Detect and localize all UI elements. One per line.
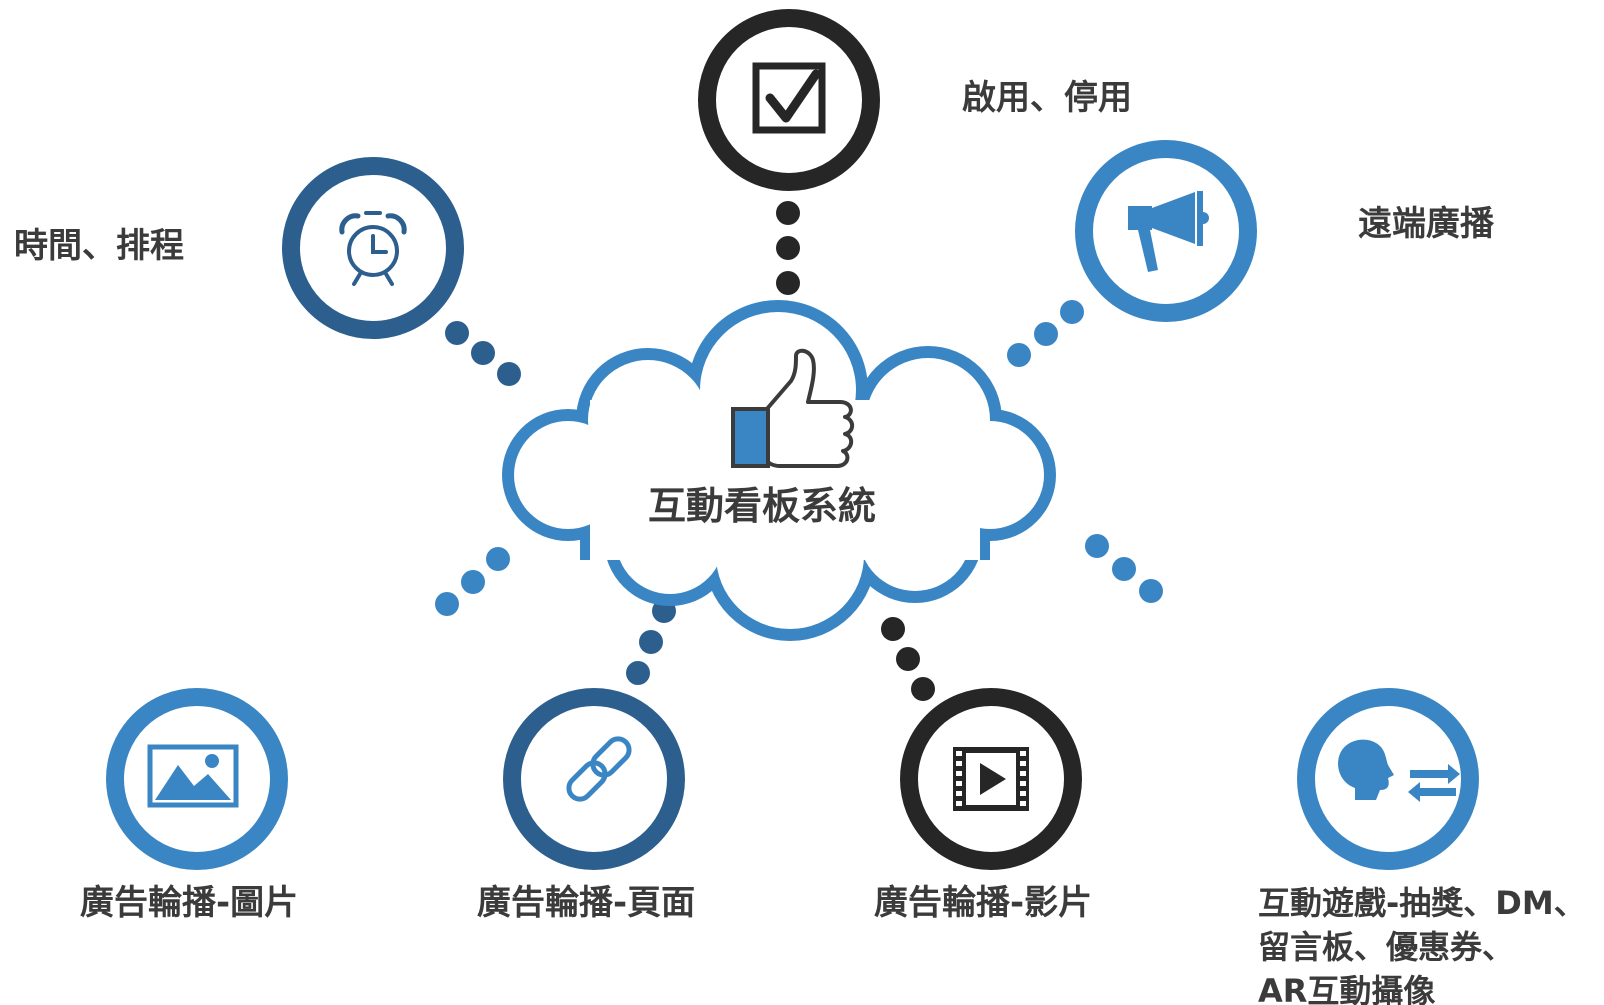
- label-ad-page: 廣告輪播-頁面: [477, 883, 696, 923]
- alarm-clock-icon: [339, 211, 407, 286]
- node-interactive: [1297, 688, 1479, 870]
- label-interactive-line-1: 互動遊戲-抽獎、DM、: [1258, 884, 1586, 922]
- node-schedule: [282, 157, 464, 339]
- label-schedule: 時間、排程: [14, 226, 184, 266]
- video-icon: [953, 747, 1029, 811]
- connector-bottom-left: [435, 547, 510, 616]
- connector-top-left: [445, 321, 521, 386]
- checkbox-icon: [752, 62, 826, 134]
- node-enable-disable: [698, 9, 880, 191]
- node-remote-broadcast: [1075, 140, 1257, 322]
- label-interactive-line-3: AR互動攝像: [1258, 972, 1436, 1005]
- label-interactive-line-2: 留言板、優惠券、: [1258, 928, 1515, 966]
- label-ad-video: 廣告輪播-影片: [874, 883, 1093, 923]
- node-ad-page: [503, 688, 685, 870]
- label-interactive: 互動遊戲-抽獎、DM、 留言板、優惠券、 AR互動攝像: [1258, 881, 1586, 1005]
- label-ad-image: 廣告輪播-圖片: [80, 883, 299, 923]
- thumbs-up-icon: [731, 348, 855, 468]
- connector-bottom-right: [1085, 534, 1163, 603]
- label-enable-disable: 啟用、停用: [962, 78, 1132, 118]
- connector-top: [776, 201, 800, 295]
- central-cloud: [502, 300, 1056, 641]
- link-icon: [566, 736, 632, 802]
- talking-head-icon: [1338, 739, 1460, 802]
- node-ad-image: [106, 688, 288, 870]
- center-title: 互動看板系統: [648, 484, 877, 528]
- connector-top-right: [1007, 300, 1084, 367]
- connector-bottom-center-right: [881, 617, 935, 701]
- connector-bottom-center-left: [626, 599, 676, 685]
- node-ad-video: [900, 688, 1082, 870]
- label-remote-broadcast: 遠端廣播: [1358, 204, 1494, 244]
- megaphone-icon: [1128, 191, 1209, 272]
- image-icon: [147, 744, 239, 808]
